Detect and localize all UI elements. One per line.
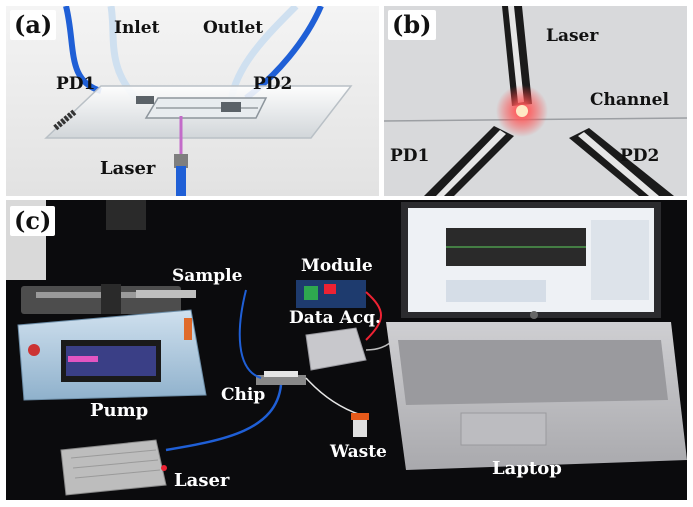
- pd2-sensor: [221, 102, 241, 112]
- outlet-label: Outlet: [203, 18, 264, 38]
- laptop-touchpad: [460, 412, 547, 446]
- module-red-wire: [365, 291, 382, 341]
- channel-label: Channel: [590, 90, 669, 110]
- laser-box-fin-2: [72, 459, 159, 469]
- pd1-fiber-core: [436, 130, 506, 196]
- panel-a-illustration: ▮▮▮▮▮▮: [6, 6, 379, 196]
- pd1-sensor: [136, 96, 154, 104]
- panel-c-letter: (c): [10, 206, 56, 236]
- panel-b-illustration: [384, 6, 687, 196]
- pump-clamp: [101, 284, 121, 314]
- module-chip: [304, 286, 318, 300]
- chip-on-stage: [264, 371, 298, 377]
- laptop-logo: [530, 311, 538, 319]
- laser-box: [60, 439, 167, 496]
- laser-box-fin-1: [70, 449, 157, 459]
- laser-box-fin-3: [74, 469, 161, 479]
- module-connector: [324, 284, 336, 294]
- screen-side-panel: [591, 220, 649, 300]
- laptop-label: Laptop: [492, 458, 562, 479]
- waste-vial-cap: [351, 413, 369, 420]
- power-socket: [106, 200, 146, 230]
- pd2-fiber-core: [578, 132, 659, 196]
- panel-b-letter: (b): [388, 10, 436, 40]
- pump-side-knob: [184, 318, 192, 340]
- pd1-label: PD1: [56, 74, 96, 94]
- inlet-blue-cable: [63, 6, 102, 94]
- data-acq-device: [305, 327, 367, 371]
- panel-a-chip-photo: ▮▮▮▮▮▮ (a) Inlet Outlet PD1 PD2 Laser: [6, 6, 379, 196]
- laser-label-b: Laser: [546, 26, 599, 46]
- laptop-keyboard: [398, 340, 668, 405]
- laser-fiber-core: [508, 6, 524, 103]
- inlet-label: Inlet: [114, 18, 160, 38]
- pump-label: Pump: [90, 400, 149, 421]
- module-label: Module: [301, 256, 373, 276]
- waste-vial: [353, 415, 367, 437]
- blue-cable-1: [238, 289, 262, 379]
- laser-spot: [516, 105, 528, 117]
- chip-stage: [256, 375, 306, 385]
- laser-label-c: Laser: [174, 470, 230, 491]
- laser-connector: [174, 154, 188, 168]
- data-acq-label: Data Acq.: [289, 308, 381, 328]
- laser-indicator: [161, 465, 167, 471]
- panel-c-setup-photo: (c) Sample Module Data Acq. Pump Chip Wa…: [6, 200, 687, 500]
- laser-label-a: Laser: [100, 158, 156, 179]
- pd2-label-b: PD2: [620, 146, 660, 166]
- pd1-label-b: PD1: [390, 146, 430, 166]
- laser-cable: [165, 384, 283, 452]
- pump-logo: [28, 344, 40, 356]
- waste-label: Waste: [330, 442, 387, 462]
- syringe: [136, 290, 196, 298]
- sample-label: Sample: [172, 266, 243, 286]
- panel-c-illustration: [6, 200, 687, 500]
- chip-label: Chip: [221, 385, 266, 405]
- panel-b-closeup-photo: (b) Laser Channel PD1 PD2: [384, 6, 687, 196]
- screen-bottom-panel: [446, 280, 546, 302]
- pump-screen-highlight: [68, 356, 98, 362]
- pd2-label: PD2: [253, 74, 293, 94]
- panel-a-letter: (a): [10, 10, 57, 40]
